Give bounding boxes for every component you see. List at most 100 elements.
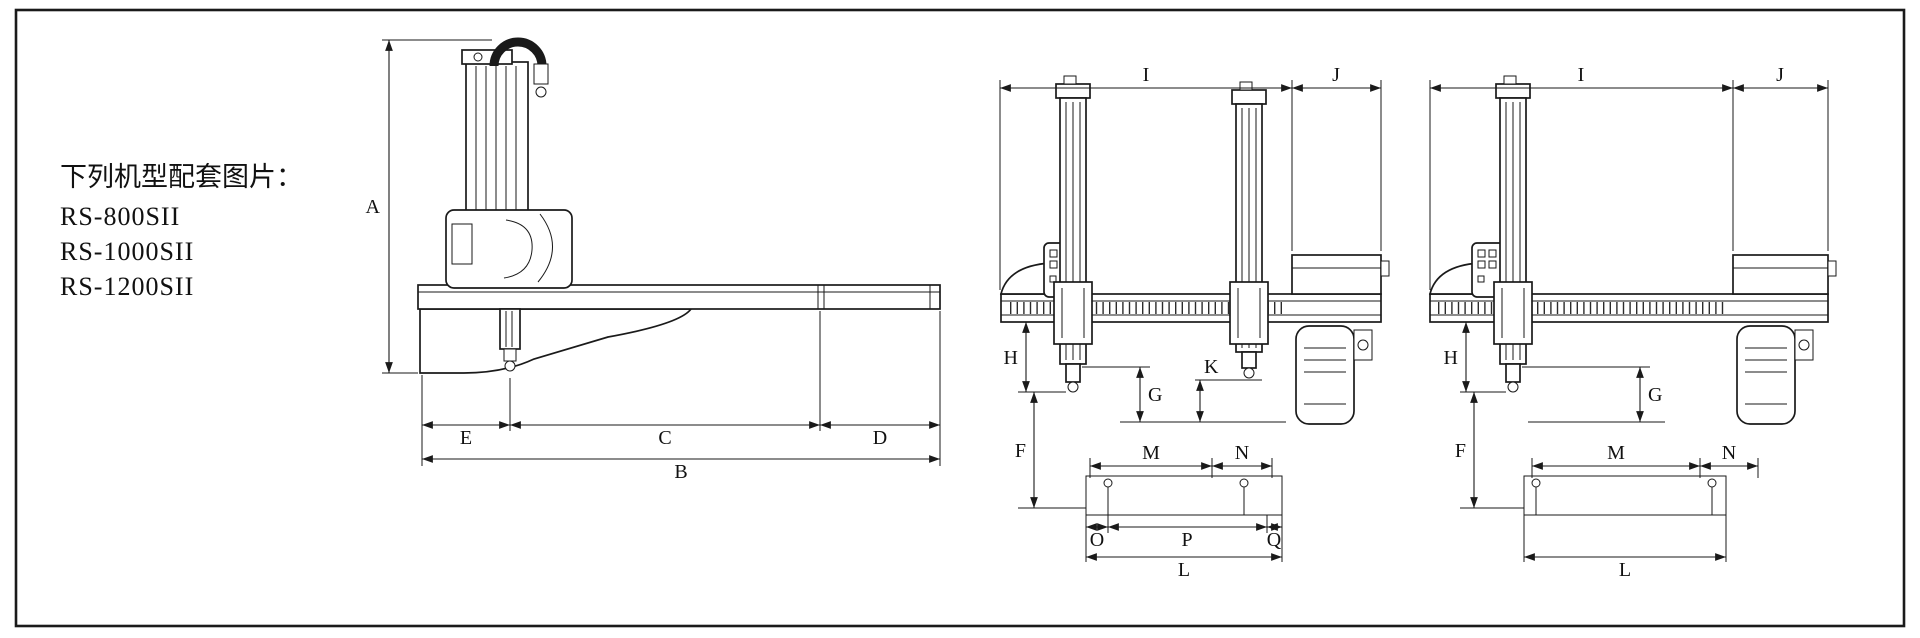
gripper-roller [1067,381,1079,393]
dimension-g-label: G [1648,384,1662,406]
control-box-lines [1745,347,1787,405]
top-pulley [473,52,483,62]
side-view: A E C D B [366,37,941,483]
dimension-c: C [510,421,820,449]
dimension-h-label: H [1444,347,1458,369]
dimension-q: Q [1267,523,1282,551]
arm-carriage [1229,281,1269,345]
dimension-f-label: F [1015,440,1026,462]
dimension-g-label: G [1148,384,1162,406]
dimension-n: N [1212,442,1272,470]
carriage-handle [503,213,553,283]
dimension-h: H [1004,322,1030,392]
dimension-n: N [1700,442,1758,470]
mold-area-box [1085,475,1283,516]
dimension-q-label: Q [1267,529,1282,551]
dimension-j: J [1292,64,1381,92]
dimension-h-label: H [1004,347,1018,369]
arm-carriage [1493,281,1533,345]
carriage-motor-box [451,223,473,265]
dimension-f: F [1455,392,1478,508]
vertical-arm-rail-lines [475,66,517,210]
dimension-c-label: C [658,427,671,449]
beam-detail-lines [418,285,940,309]
arm-top-cap [1231,89,1267,105]
bracket-roller [1357,339,1369,351]
dimension-m-label: M [1142,442,1160,464]
dimension-l-label: L [1178,559,1190,581]
dimension-l-label: L [1619,559,1631,581]
arm-top-knob [1239,81,1253,91]
dimension-a: A [366,40,393,373]
dimension-j-label: J [1776,64,1784,86]
arm [1493,75,1533,393]
dimension-n-label: N [1235,442,1249,464]
control-box [1736,325,1796,425]
front-view-double-arm: I J H F G K M N [999,64,1390,581]
mount-box [1732,254,1829,295]
dimension-f: F [1015,392,1038,508]
dimension-i-label: I [1143,64,1150,86]
dimension-d-label: D [873,427,887,449]
mount-box-tab [1380,260,1390,277]
mount-box [1291,254,1382,295]
dimension-n-label: N [1722,442,1736,464]
mold-area-box [1523,475,1727,516]
vertical-arm-rails [465,61,529,213]
dimension-i: I [1430,64,1733,92]
gripper [1505,363,1521,383]
wrist-unit [499,308,521,350]
dimension-e-label: E [460,427,472,449]
wrist-flange [503,348,517,362]
dimension-l: L [1524,553,1726,581]
arm-top-knob [1063,75,1077,85]
right-arm [1229,81,1269,379]
dimension-l: L [1086,553,1282,581]
locating-pin-stems [1107,487,1245,515]
wrist-detail-lines [505,311,513,347]
dimension-j: J [1733,64,1828,92]
dimension-p: P [1108,523,1267,551]
bracket-roller [1798,339,1810,351]
dimension-k: K [1196,356,1219,422]
gripper [1241,351,1257,369]
dimension-i-label: I [1578,64,1585,86]
dimension-o-label: O [1090,529,1104,551]
cable-bend-end [533,63,549,85]
base-frame [419,308,693,374]
arm-top-cap [1055,83,1091,99]
cable-bend-tube [489,37,547,67]
dimension-m: M [1090,442,1212,470]
dimension-b: B [422,455,940,483]
side-view-machine [417,37,941,374]
extension-lines [382,39,941,466]
left-arm [1053,75,1093,393]
dimension-e: E [422,421,510,449]
dimension-i: I [1000,64,1292,92]
dimension-h: H [1444,322,1470,392]
single-arm-machine [1428,75,1837,516]
model-name: RS-800SII [60,202,180,231]
dimension-a-label: A [366,196,381,218]
control-box-lines [1304,347,1346,405]
pendant-buttons [1477,249,1497,283]
dimension-g: G [1136,367,1162,422]
wrist-roller [504,360,516,372]
dimension-m-label: M [1607,442,1625,464]
gripper-roller [1243,367,1255,379]
front-view-single-arm: I J H F G M N L [1428,64,1837,581]
mount-box-tab [1827,260,1837,277]
carriage-body [445,209,573,289]
control-box [1295,325,1355,425]
carriage-lines [1061,288,1085,338]
model-name: RS-1200SII [60,272,194,301]
dimension-f-label: F [1455,440,1466,462]
dimension-o: O [1086,523,1108,551]
model-list-title: 下列机型配套图片： [60,162,303,192]
dimension-d: D [820,421,940,449]
model-list: 下列机型配套图片： RS-800SII RS-1000SII RS-1200SI… [60,162,303,301]
locating-pin-stems [1535,487,1713,515]
dimension-j-label: J [1332,64,1340,86]
arm-top-cap [461,49,513,65]
